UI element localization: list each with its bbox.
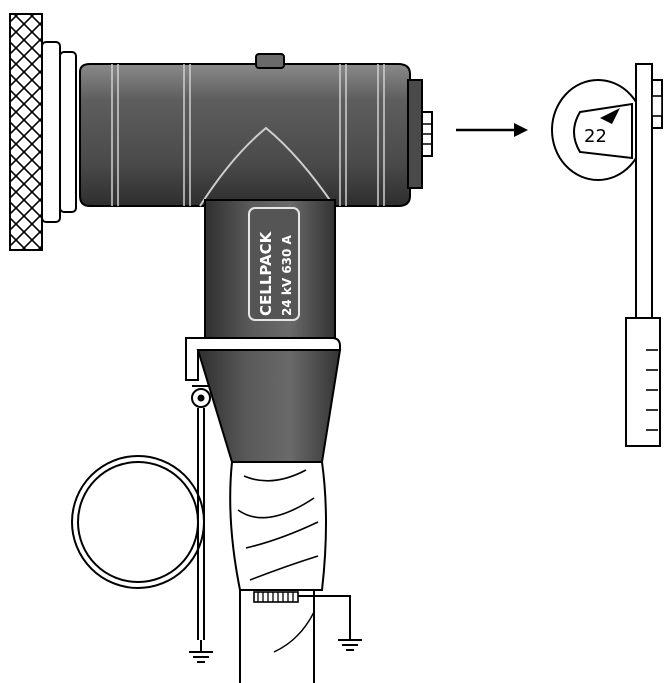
wrench-size-label: 22: [584, 126, 607, 147]
torque-wrench: 22: [551, 63, 663, 321]
end-cap: [407, 79, 433, 189]
wall-panel: [9, 13, 43, 251]
ground-icon-left: [189, 640, 213, 663]
connector-barrel: [79, 63, 411, 207]
brand-label: CELLPACK: [257, 230, 275, 316]
earthing-bracket: [185, 337, 341, 381]
earth-eyelet: [191, 385, 211, 408]
brand-label-plate: CELLPACK 24 kV 630 A: [248, 207, 300, 321]
bushing-flange: [41, 41, 77, 223]
rating-label: 24 kV 630 A: [280, 234, 294, 316]
ground-icon-right: [338, 639, 362, 651]
arrow-icon: [456, 123, 528, 137]
cable-sheath: [229, 461, 327, 591]
stress-cone: [196, 349, 342, 463]
test-point-cap: [255, 53, 285, 69]
screen-wire-band: [253, 591, 351, 640]
coiled-earth-wire: [71, 408, 205, 640]
cable: [239, 590, 315, 683]
wrench-handle: [625, 317, 661, 447]
t-junction-seam: [199, 126, 335, 207]
